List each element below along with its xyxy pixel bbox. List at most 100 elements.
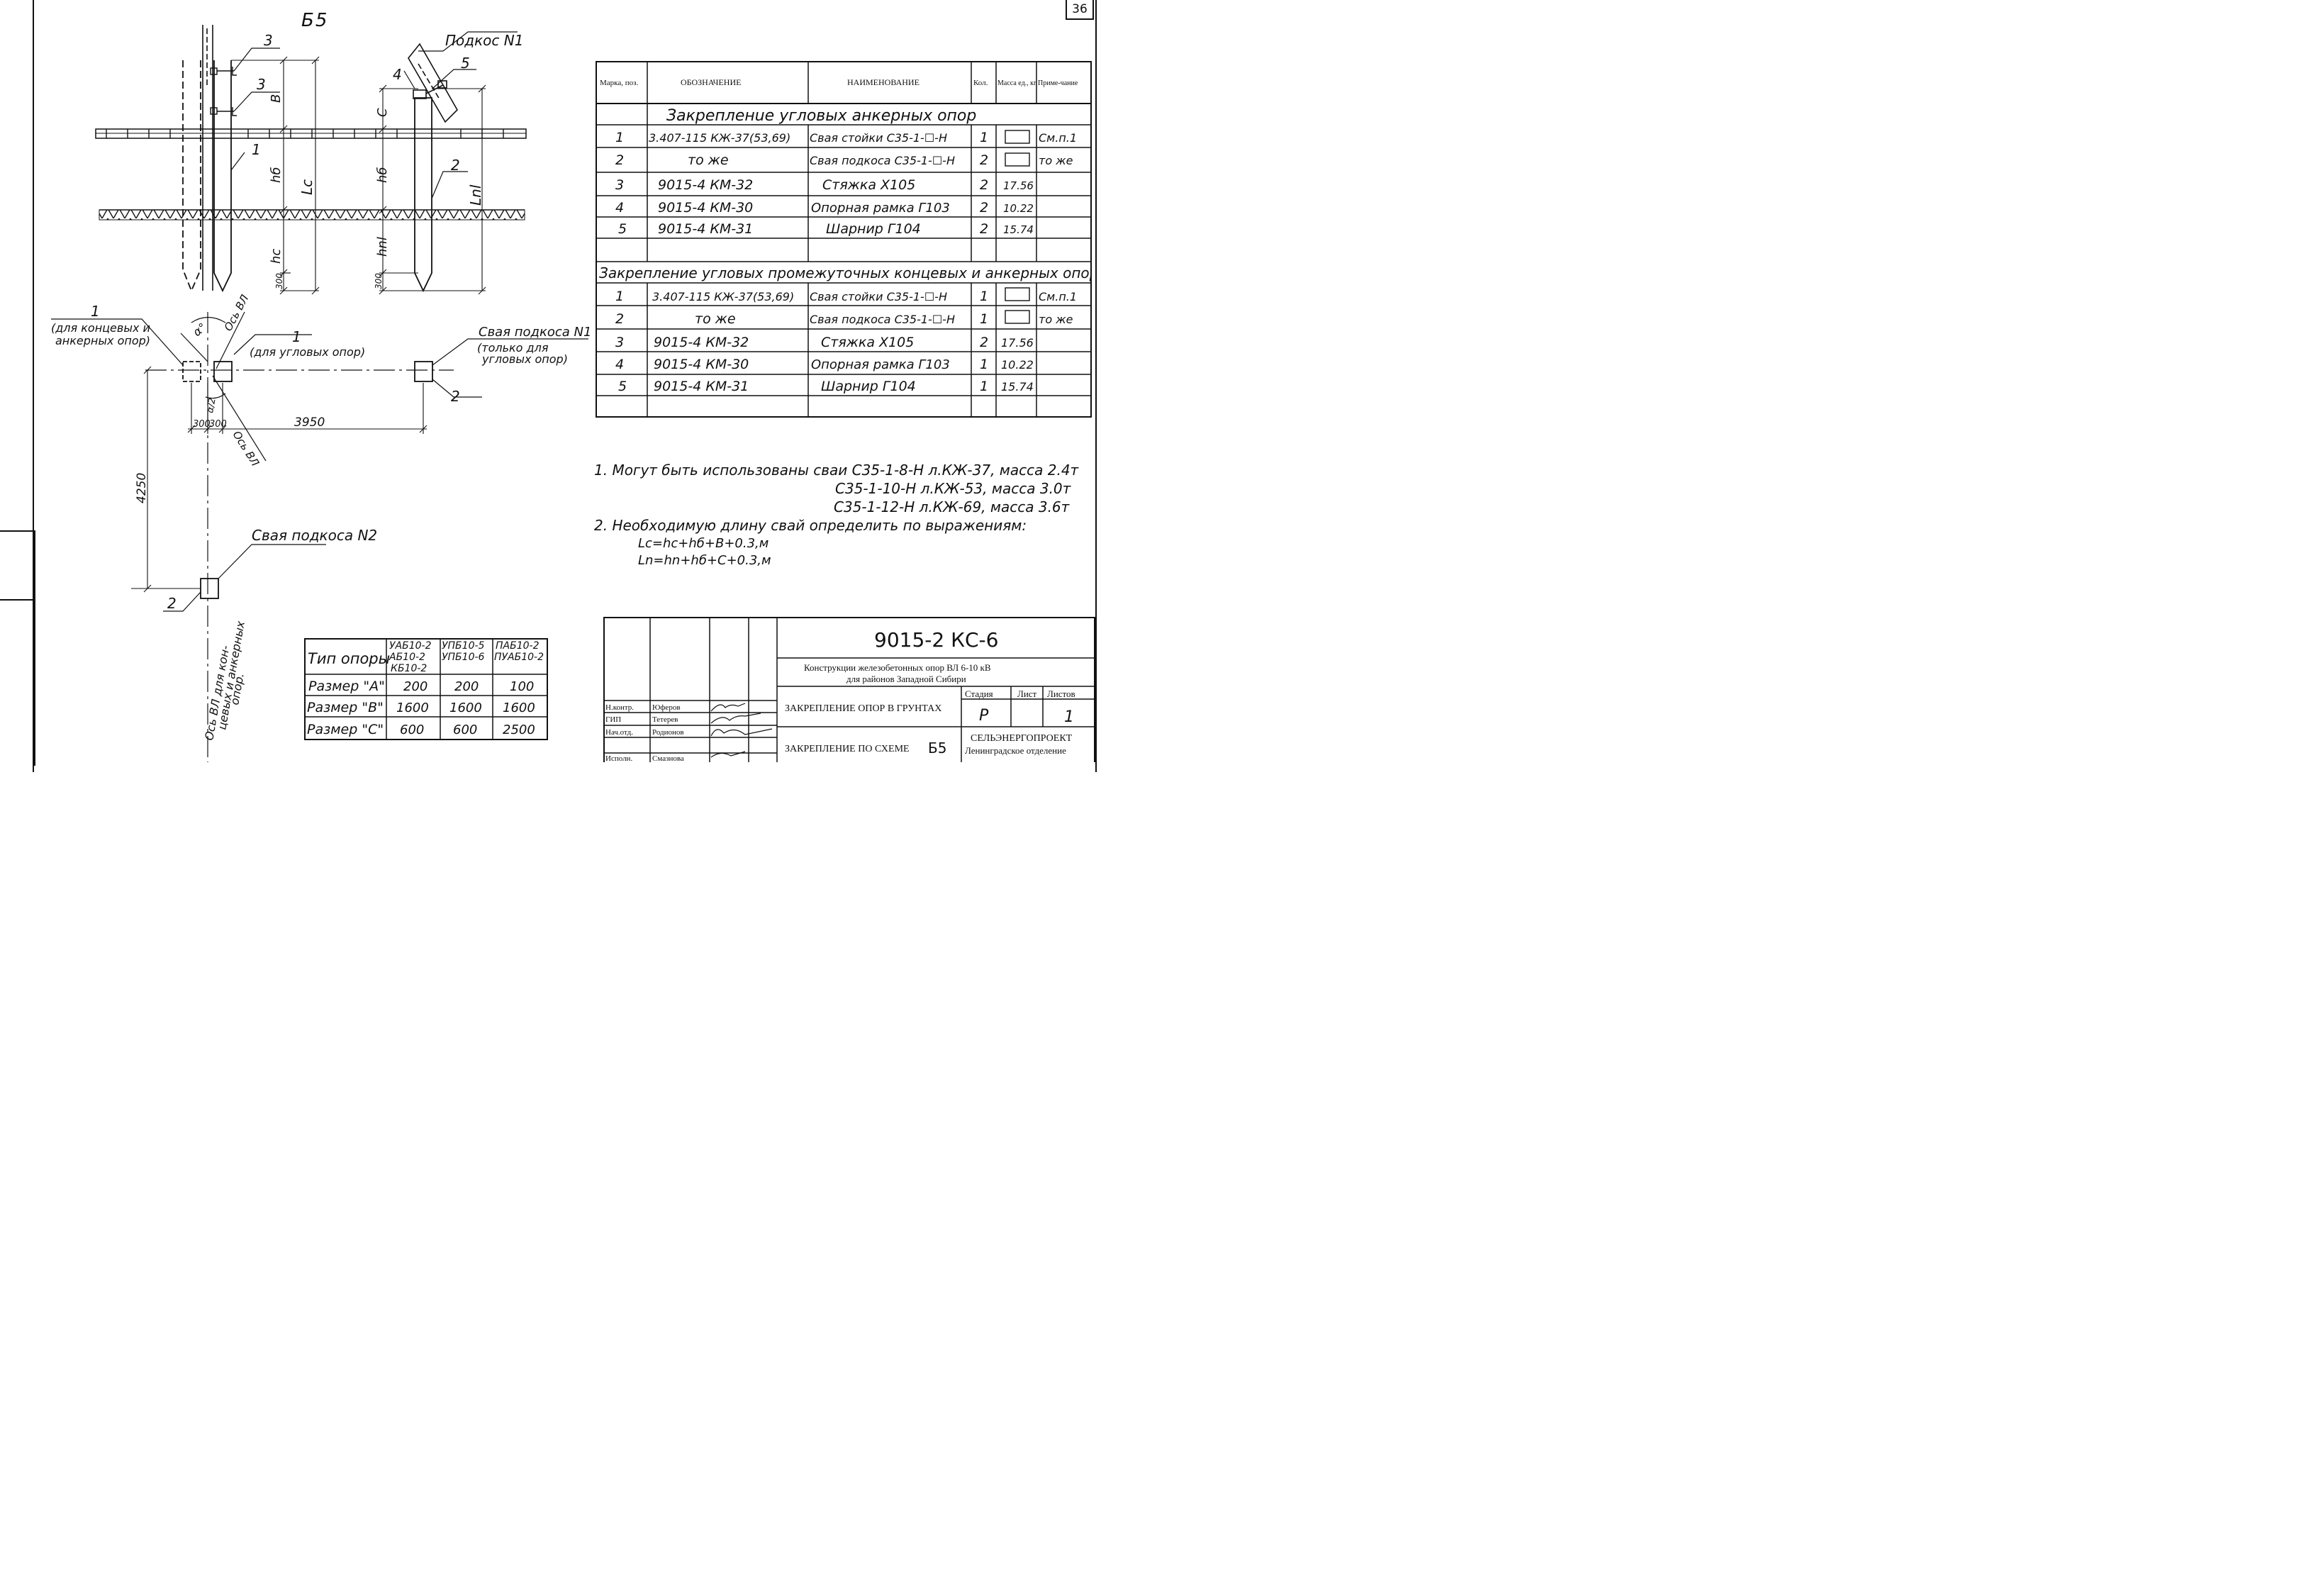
sheet-title2: ЗАКРЕПЛЕНИЕ ПО СХЕМЕ	[785, 744, 910, 754]
dim-Ln: Lnl	[467, 184, 484, 206]
s1-r3-c1: 3	[615, 177, 624, 193]
s2-r5-c2: 9015-4 КМ-31	[654, 379, 749, 394]
th-name: НАИМЕНОВАНИЕ	[847, 77, 920, 87]
s2-r1-c6: См.п.1	[1039, 290, 1077, 303]
s1-r5-c4: 2	[980, 221, 988, 237]
plan-alpha-half: α/2	[205, 397, 218, 414]
signatures	[710, 703, 773, 758]
types-r3-a: 600	[400, 722, 424, 737]
s1-r2-c3: Свая подкоса С35-1-☐-Н	[810, 154, 955, 167]
s2-r5-c1: 5	[618, 379, 627, 394]
types-r2-b: 1600	[449, 701, 482, 715]
dim-hb: hб	[269, 167, 284, 183]
note-1: 1. Могут быть использованы сваи С35-1-8-…	[594, 462, 1079, 479]
dim-B: B	[269, 94, 284, 103]
stage: Р	[979, 707, 989, 725]
types-col1-a: УАБ10-2	[389, 640, 432, 652]
callout-1: 1	[252, 141, 261, 158]
stage-header: Стадия	[965, 688, 993, 699]
s2-r1-c2: 3.407-115 КЖ-37(53,69)	[652, 290, 794, 303]
note-2: 2. Необходимую длину свай определить по …	[594, 517, 1027, 534]
s2-r2-c6: то же	[1039, 313, 1073, 326]
s2-r4-c2: 9015-4 КМ-30	[654, 357, 749, 372]
s2-r2-c4: 1	[980, 311, 988, 327]
s1-r2-c4: 2	[980, 152, 988, 168]
project-line1: Конструкции железобетонных опор ВЛ 6-10 …	[804, 662, 991, 673]
s2-r5-c5: 15.74	[1001, 380, 1034, 394]
dim-hn: hnl	[375, 237, 390, 257]
plan-callout-2-right: 2	[451, 388, 460, 405]
s2-r4-c1: 4	[615, 357, 624, 372]
s1-r2-c6: то же	[1039, 154, 1073, 167]
s2-r1-c3: Свая стойки С35-1-☐-Н	[810, 290, 947, 303]
dim-300-b: 300	[374, 273, 384, 289]
th-qty: Кол.	[973, 79, 988, 87]
spec-table: Марка, поз. ОБОЗНАЧЕНИЕ НАИМЕНОВАНИЕ Кол…	[596, 61, 1092, 418]
s1-r1-c6: См.п.1	[1039, 131, 1077, 145]
types-table: Тип опоры УАБ10-2 АБ10-2 КБ10-2 УПБ10-5 …	[304, 638, 548, 740]
s2-r1-c4: 1	[980, 289, 988, 304]
view-label: Б5	[301, 10, 329, 31]
plan-left-note-1: (для концевых и	[51, 321, 150, 335]
note-1b: С35-1-10-Н л.КЖ-53, масса 3.0т	[835, 480, 1071, 497]
plan-dim-300-2: 300	[209, 419, 227, 430]
strut-1	[408, 43, 458, 123]
s2-r1-c1: 1	[615, 289, 624, 304]
callout-3b: 3	[257, 76, 266, 93]
s1-r5-c1: 5	[618, 221, 627, 237]
plan-alpha: α°	[190, 320, 208, 339]
th-designation: ОБОЗНАЧЕНИЕ	[681, 77, 741, 87]
types-header: Тип опоры	[308, 650, 390, 667]
binding-stub	[0, 530, 35, 766]
s1-r2-c1: 2	[615, 152, 624, 168]
title-block: 9015-2 КС-6 Конструкции железобетонных о…	[603, 617, 1095, 762]
doc-code: 9015-2 КС-6	[874, 628, 998, 652]
s1-r1-c1: 1	[615, 130, 624, 145]
dims-left	[231, 56, 320, 295]
callout-5: 5	[461, 55, 470, 72]
types-col3-b: ПУАБ10-2	[494, 652, 544, 663]
types-r3-label: Размер "С"	[307, 722, 384, 737]
types-r1-c: 100	[510, 679, 534, 694]
pile-left	[182, 60, 201, 293]
plan-pile-podkos1-note1: (только для	[477, 341, 549, 355]
person-4-role: Исполн.	[605, 754, 632, 762]
callout-4: 4	[393, 66, 402, 83]
types-r2-label: Размер "В"	[307, 700, 384, 715]
dims-right	[379, 84, 486, 295]
types-col2-b: УПБ10-6	[442, 652, 485, 663]
sheet-header: Лист	[1017, 688, 1037, 699]
types-r2-a: 1600	[396, 701, 429, 715]
s1-r1-c2: 3.407-115 КЖ-37(53,69)	[649, 131, 790, 145]
sheets-count: 1	[1064, 708, 1074, 726]
s2-r3-c5: 17.56	[1001, 336, 1034, 350]
plan-pile-podkos2: Свая подкоса N2	[252, 527, 377, 544]
s1-r4-c3: Опорная рамка Г103	[811, 201, 950, 216]
person-3-name: Родионов	[652, 728, 684, 737]
note-2-formula-2: Ln=hn+hб+C+0.3,м	[638, 553, 771, 568]
s2-r5-c4: 1	[980, 379, 988, 394]
s1-r4-c5: 10.22	[1003, 202, 1034, 215]
org2: Ленинградское отделение	[965, 745, 1066, 756]
types-r3-b: 600	[453, 722, 477, 737]
tie-bars	[210, 67, 237, 116]
s1-r5-c5: 15.74	[1003, 223, 1034, 236]
plan-callout-2-bottom: 2	[167, 595, 177, 612]
s2-r3-c2: 9015-4 КМ-32	[654, 335, 749, 350]
section2-title: Закрепление угловых промежуточных концев…	[599, 264, 1092, 281]
s2-r2-c3: Свая подкоса С35-1-☐-Н	[810, 313, 955, 326]
note-1c: С35-1-12-Н л.КЖ-69, масса 3.6т	[834, 498, 1070, 515]
section-drawing: 3 3 1 B hб Lc hc 300 Подкос N1 4 5 2	[51, 25, 591, 762]
s1-r3-c5: 17.56	[1003, 179, 1034, 192]
types-r1-b: 200	[454, 679, 479, 694]
pile-1	[213, 60, 232, 293]
callout-2: 2	[451, 157, 460, 174]
types-col2-a: УПБ10-5	[442, 640, 485, 652]
s2-r4-c3: Опорная рамка Г103	[811, 357, 950, 372]
plan-dims	[131, 366, 427, 593]
s2-r5-c3: Шарнир Г104	[821, 379, 916, 394]
th-mass: Масса ед., кг	[997, 79, 1036, 87]
plan-axis-bottom: Ось ВЛ	[230, 429, 262, 469]
pole-left	[202, 25, 213, 291]
s2-r3-c3: Стяжка Х105	[821, 335, 914, 350]
